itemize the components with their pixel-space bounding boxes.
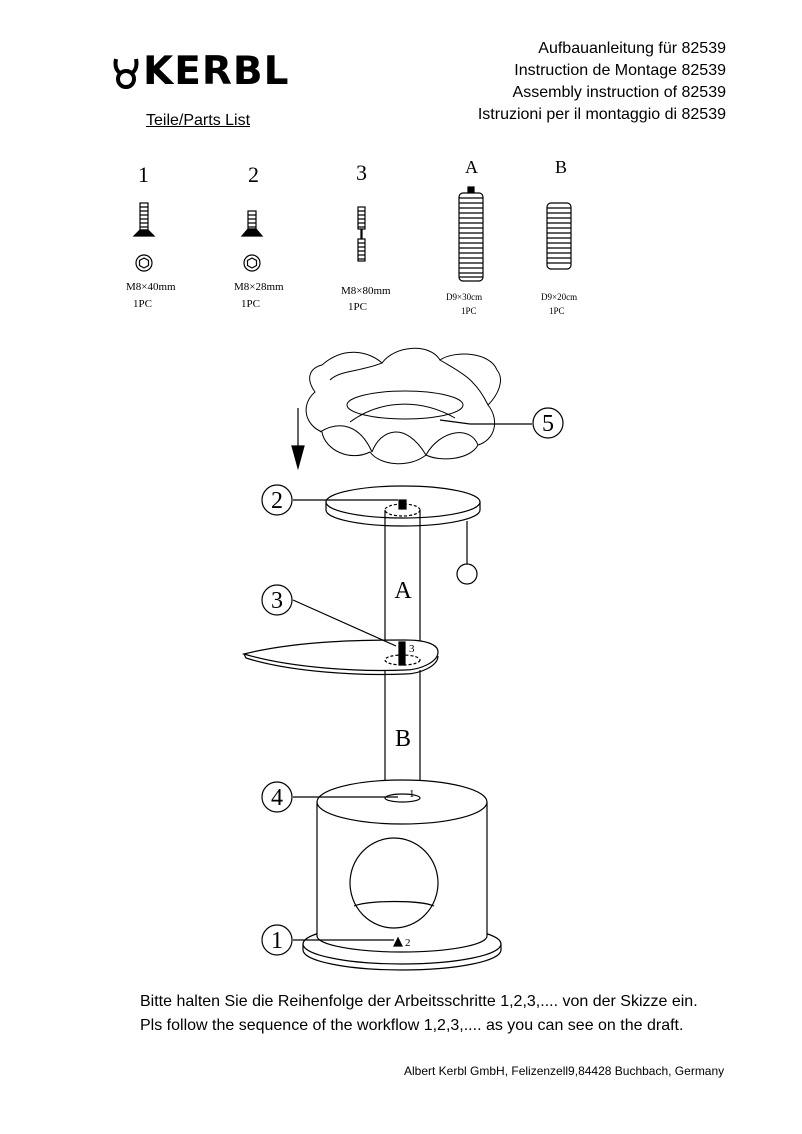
instruction-en: Pls follow the sequence of the workflow … (140, 1017, 684, 1034)
instruction-de: Bitte halten Sie die Reihenfolge der Arb… (140, 993, 698, 1010)
step-number-1: 1 (271, 928, 283, 954)
step-number-4: 4 (271, 785, 283, 811)
kerbl-horn-icon (113, 58, 139, 89)
step-circle-2 (261, 484, 293, 516)
step-number-2: 2 (271, 488, 283, 514)
post-label-b: B (395, 726, 411, 752)
part-spec-1: M8×40mm (126, 281, 176, 293)
step-number-5: 5 (542, 411, 554, 437)
title-en: Assembly instruction of 82539 (512, 84, 726, 101)
post-b-icon (546, 202, 572, 270)
title-fr: Instruction de Montage 82539 (514, 62, 726, 79)
part-number-1: 1 (138, 162, 149, 187)
assembled-post-a (384, 499, 421, 648)
screw-m8x40-icon (132, 202, 156, 272)
step-circle-5 (532, 407, 564, 439)
post-a-icon (458, 186, 484, 282)
part-spec-3: M8×80mm (341, 285, 391, 297)
base-house (302, 779, 502, 971)
part-qty-1: 1PC (133, 298, 152, 310)
post-label-a: A (394, 578, 412, 604)
middle-platform (241, 639, 439, 676)
kerbl-logo: KERBL (112, 52, 289, 91)
part-spec-a: D9×30cm (446, 292, 483, 302)
step-number-3: 3 (271, 588, 283, 614)
arrow-down-icon (291, 408, 305, 471)
callout-lines (292, 419, 532, 941)
step-circle-1 (261, 924, 293, 956)
part-spec-2: M8×28mm (234, 281, 284, 293)
assembly-instructions: Bitte halten Sie die Reihenfolge der Arb… (140, 990, 698, 1038)
part-number-3: 3 (356, 160, 367, 185)
brand-name: KERBL (143, 49, 290, 94)
screw-mark-3: 3 (409, 643, 415, 655)
part-qty-a: 1PC (461, 306, 477, 316)
part-number-a: A (465, 157, 478, 177)
part-number-2: 2 (248, 162, 259, 187)
part-spec-b: D9×20cm (541, 292, 578, 302)
part-qty-b: 1PC (549, 306, 565, 316)
header-titles: Aufbauanleitung für 82539 Instruction de… (478, 38, 726, 126)
screw-m8x80-icon (357, 206, 366, 262)
part-qty-2: 1PC (241, 298, 260, 310)
parts-list-title: Teile/Parts List (146, 112, 251, 129)
step-circle-4 (261, 781, 293, 813)
company-footer: Albert Kerbl GmbH, Felizenzell9,84428 Bu… (404, 1064, 725, 1078)
screw-m8x28-icon (240, 210, 264, 272)
part-number-b: B (555, 157, 568, 177)
title-de: Aufbauanleitung für 82539 (538, 40, 726, 57)
part-qty-3: 1PC (348, 301, 367, 313)
flower-bed (305, 347, 501, 465)
screw-mark-1: 1 (409, 788, 415, 800)
title-it: Istruzioni per il montaggio di 82539 (477, 106, 726, 123)
step-circle-3 (261, 584, 293, 616)
screw-mark-2: 2 (405, 937, 411, 949)
